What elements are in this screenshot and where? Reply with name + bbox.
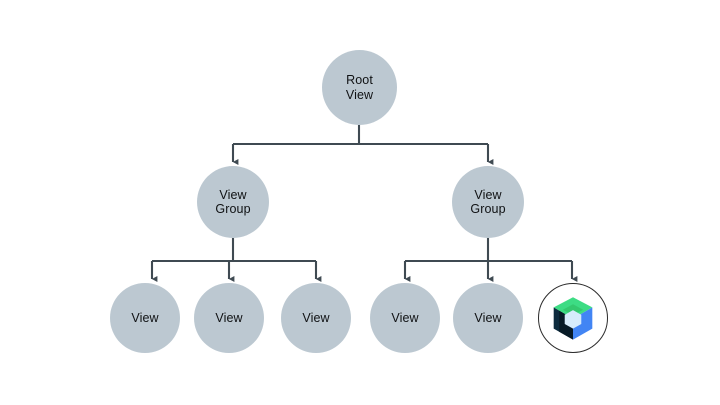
node-view-1-label: View — [131, 310, 159, 325]
node-compose[interactable] — [538, 283, 608, 353]
node-view-group-left[interactable]: View Group — [197, 166, 269, 238]
node-view-group-right-label: View Group — [470, 187, 506, 217]
node-view-4[interactable]: View — [370, 283, 440, 353]
node-view-3-label: View — [302, 310, 330, 325]
node-view-2-label: View — [215, 310, 243, 325]
node-view-group-right[interactable]: View Group — [452, 166, 524, 238]
node-root-view[interactable]: Root View — [322, 50, 397, 125]
jetpack-compose-logo-icon — [553, 297, 593, 340]
node-view-5-label: View — [474, 310, 502, 325]
node-view-4-label: View — [391, 310, 419, 325]
node-root-view-label: Root View — [345, 73, 374, 102]
node-view-2[interactable]: View — [194, 283, 264, 353]
node-view-3[interactable]: View — [281, 283, 351, 353]
node-view-group-left-label: View Group — [215, 187, 251, 217]
node-view-5[interactable]: View — [453, 283, 523, 353]
node-view-1[interactable]: View — [110, 283, 180, 353]
